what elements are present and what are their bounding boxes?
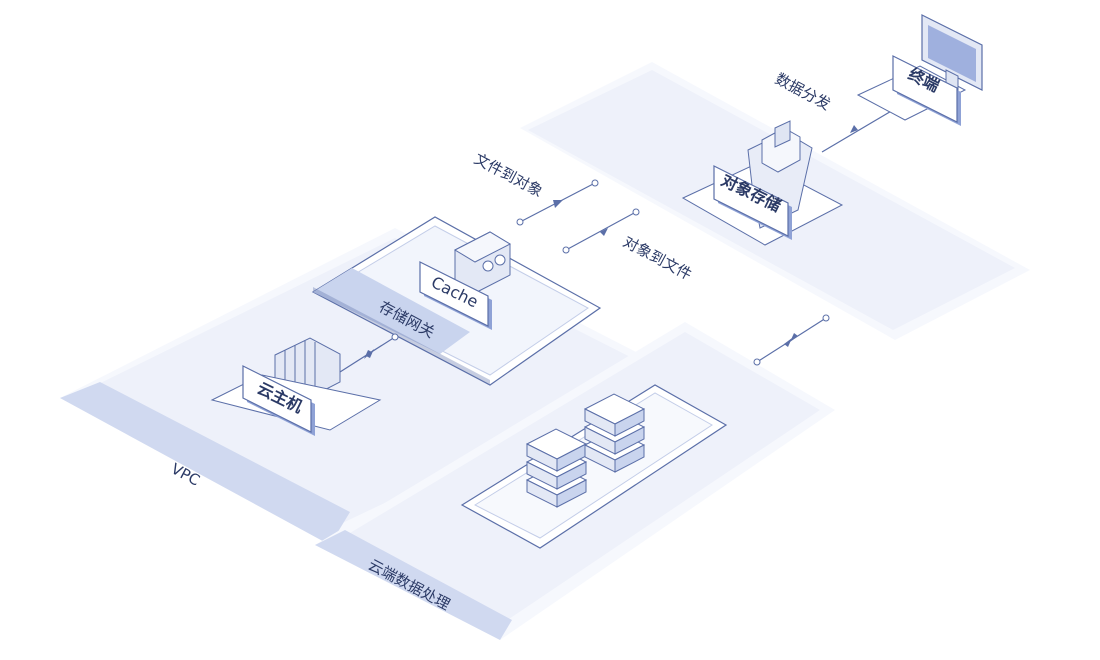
terminal-card [892,55,961,126]
vpc-band [60,382,350,545]
data-distribution-label: 数据分发 [772,70,833,114]
storage-cloud-link [753,314,830,366]
file-to-object-label: 文件到对象 [471,150,546,201]
object-to-file-label: 对象到文件 [620,233,695,284]
server-stack-left [525,428,588,508]
file-to-object-link [516,179,599,226]
host-gateway-link [339,333,399,373]
cloud-band [315,530,512,640]
object-storage-card [713,165,792,240]
server-stack-right [583,393,646,473]
data-distribution-link [821,106,897,153]
cache-card [419,261,492,330]
host-card [242,365,315,436]
cache-device [453,231,512,294]
object-to-file-link [562,208,640,254]
